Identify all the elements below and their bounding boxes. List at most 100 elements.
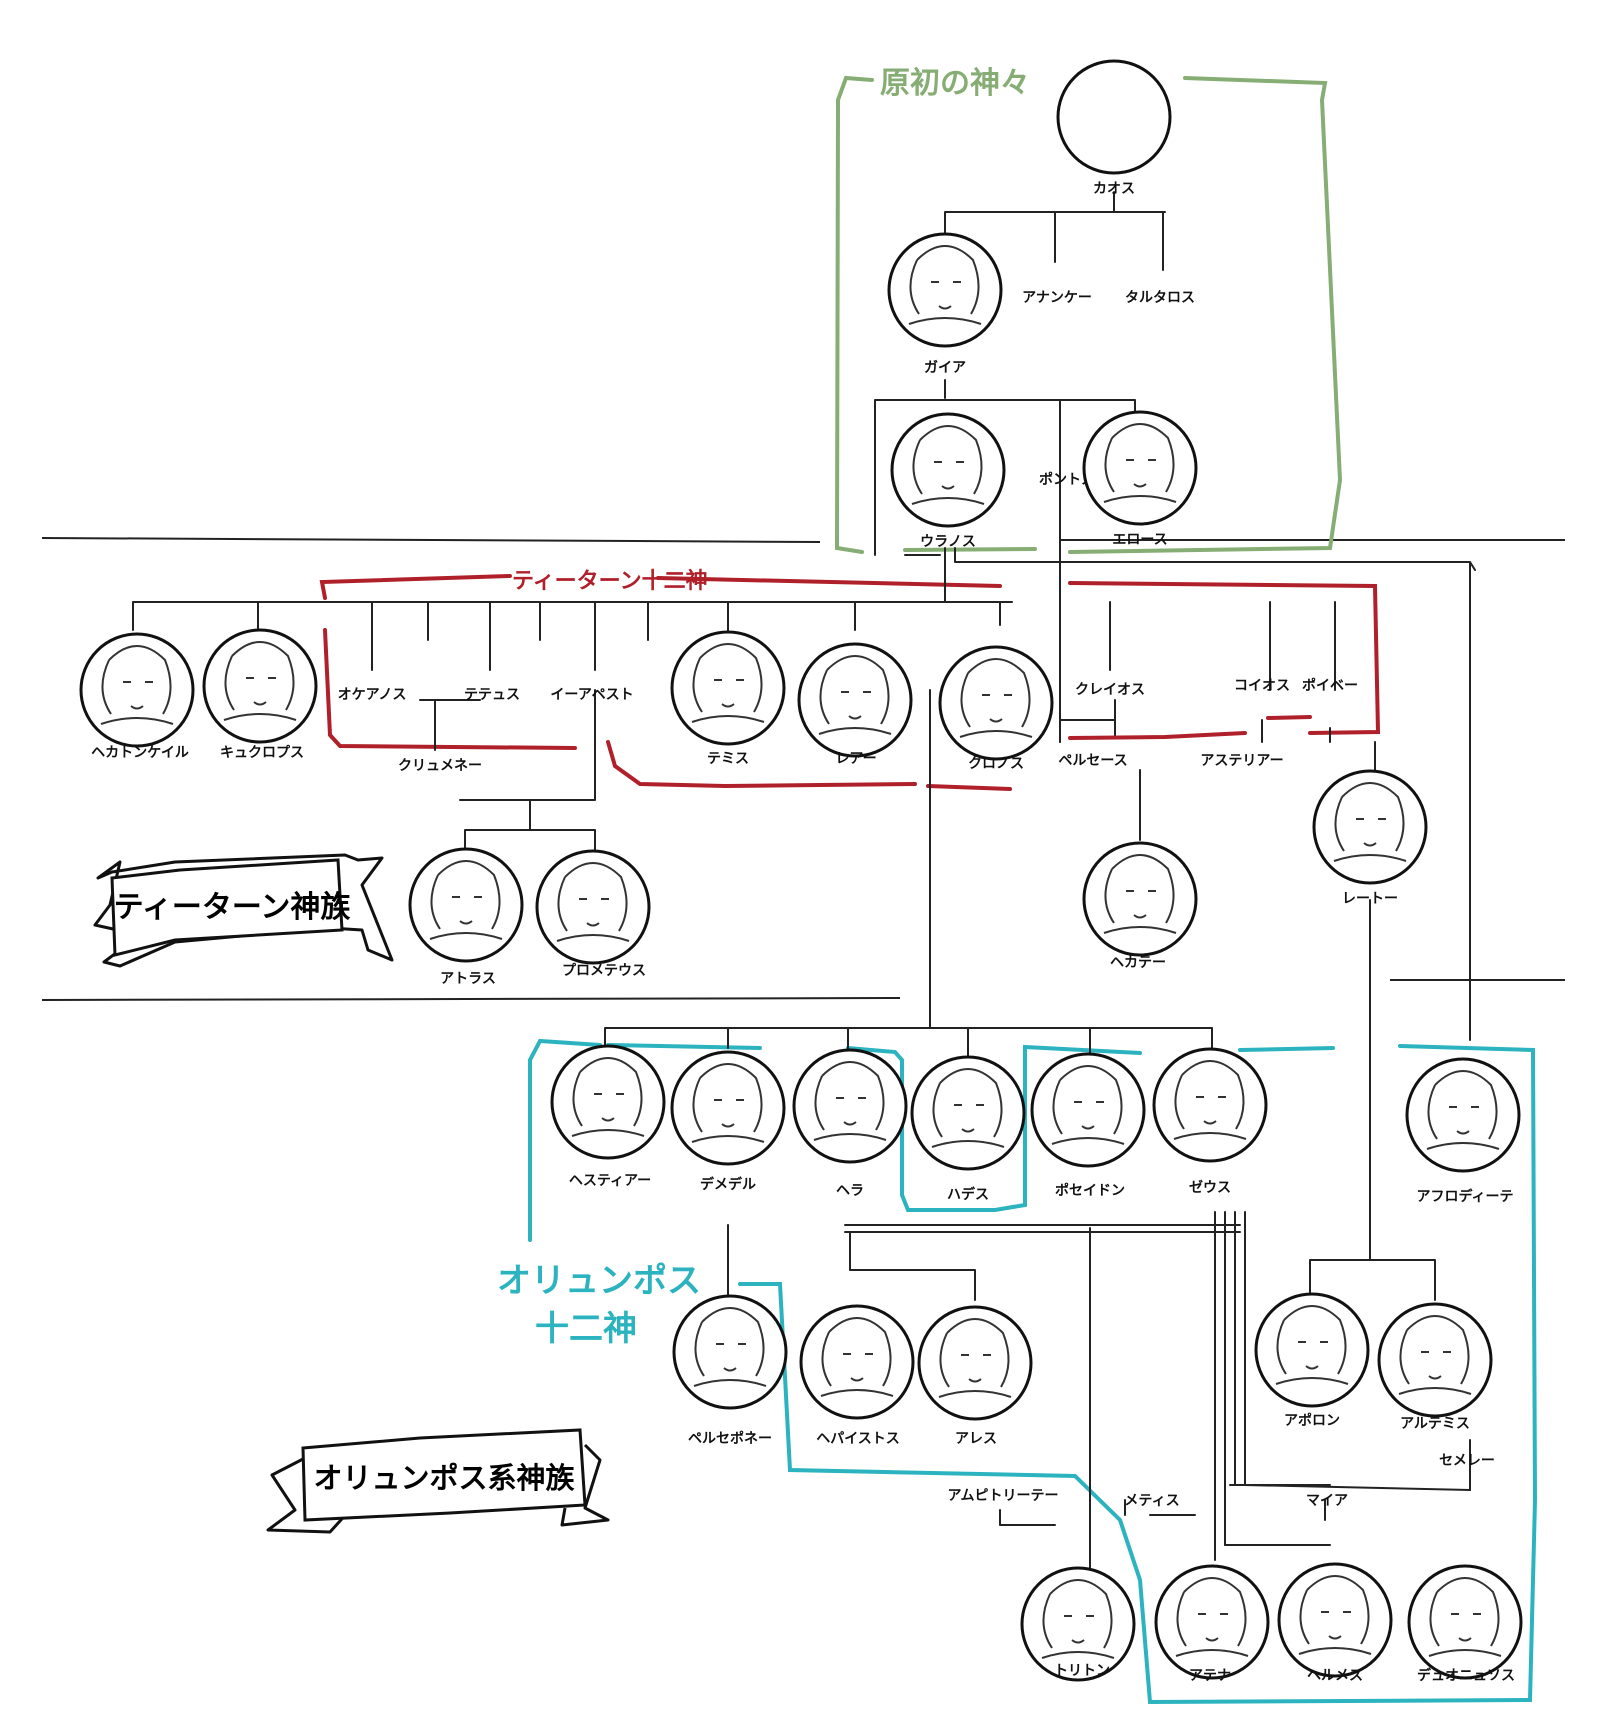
deity-label-ananke: アナンケー — [1022, 290, 1092, 306]
hestia-portrait-sketch — [571, 1057, 645, 1137]
apollon-portrait-sketch — [1275, 1305, 1349, 1385]
deity-node-iapetos: イーアペスト — [550, 687, 633, 703]
hekate-portrait — [1082, 841, 1198, 957]
themis-portrait-sketch — [691, 643, 765, 723]
deity-node-themis: テミス — [670, 630, 786, 767]
primordial-group-border — [834, 75, 1343, 554]
deity-node-pontos: ポントス — [1039, 471, 1095, 488]
deity-label-chaos: カオス — [1093, 181, 1135, 197]
deity-label-perses: ペルセース — [1058, 753, 1127, 769]
primordial-title: 原初の神々 — [880, 66, 1030, 101]
deity-node-persephone: ペルセポネー — [672, 1294, 788, 1447]
deity-node-hephaistos: ヘパイストス — [799, 1304, 915, 1447]
deity-node-dionysos: デュオニュソス — [1407, 1564, 1523, 1684]
deity-label-atlas: アトラス — [440, 971, 496, 987]
deity-label-zeus: ゼウス — [1189, 1179, 1231, 1196]
deity-label-hekate: ヘカテー — [1110, 955, 1166, 971]
artemis-portrait — [1377, 1302, 1493, 1418]
hestia-portrait — [550, 1044, 666, 1160]
deity-label-ouranos: ウラノス — [920, 534, 976, 550]
demeter-portrait-sketch — [691, 1063, 765, 1143]
hephaistos-portrait-sketch — [820, 1317, 894, 1397]
deity-label-themis: テミス — [707, 751, 749, 767]
deity-node-hekate: ヘカテー — [1082, 841, 1198, 971]
deity-label-prometheus: プロメテウス — [562, 963, 646, 979]
deity-label-athena: アテナ — [1189, 1668, 1231, 1684]
ares-portrait — [917, 1305, 1033, 1421]
titans12-group-border — [319, 574, 1381, 791]
poseidon-portrait-sketch — [1051, 1065, 1125, 1145]
generation-dividers — [41, 537, 1565, 1001]
hades-portrait — [910, 1055, 1026, 1171]
hermes-portrait-sketch — [1298, 1575, 1372, 1655]
deity-label-hekatoncheires: ヘカトンケイル — [91, 745, 189, 761]
olympian-clan-banner: オリュンポス系神族 — [266, 1428, 610, 1534]
deity-label-asteria: アステリアー — [1200, 753, 1283, 769]
deity-label-hades: ハデス — [947, 1186, 989, 1203]
gaia-portrait — [887, 232, 1003, 348]
deity-node-leto: レートー — [1312, 769, 1428, 907]
deity-label-eros: エロース — [1112, 532, 1167, 548]
deity-label-tartarus: タルタロス — [1125, 290, 1195, 306]
olympians12-group-border — [528, 1038, 1538, 1705]
demeter-portrait — [670, 1050, 786, 1166]
deity-node-cyclops: キュクロプス — [202, 628, 318, 761]
kronos-portrait-sketch — [959, 658, 1033, 738]
hera-portrait-sketch — [813, 1061, 887, 1141]
deity-node-zeus: ゼウス — [1152, 1047, 1268, 1196]
deity-label-amphitrite: アムピトリーテー — [947, 1488, 1058, 1504]
deity-node-chaos: カオス — [1056, 59, 1172, 197]
deity-node-hestia: ヘスティアー — [550, 1044, 666, 1189]
eros-portrait-sketch — [1103, 423, 1177, 503]
deity-label-aphrodite: アフロディーテ — [1416, 1188, 1513, 1205]
deity-node-hekatoncheires: ヘカトンケイル — [79, 632, 195, 761]
deity-node-hera: ヘラ — [792, 1048, 908, 1199]
deity-node-apollon: アポロン — [1254, 1292, 1370, 1429]
deity-node-koios: コイオス — [1234, 678, 1290, 694]
deity-node-eros: エロース — [1082, 410, 1198, 548]
deity-label-leto: レートー — [1342, 891, 1398, 907]
deity-node-semele: セメレー — [1439, 1453, 1495, 1469]
titan-clan-label: ティーターン神族 — [114, 890, 352, 925]
blank-circle — [1056, 59, 1172, 175]
hekatoncheires-portrait — [79, 632, 195, 748]
deity-label-metis: メティス — [1124, 1493, 1179, 1509]
deity-label-koios: コイオス — [1234, 678, 1290, 694]
ouranos-portrait — [890, 412, 1006, 528]
deity-label-apollon: アポロン — [1284, 1412, 1340, 1429]
deity-node-asteria: アステリアー — [1200, 753, 1283, 769]
group-titles: 原初の神々 ティーターン十二神 オリュンポス 十二神 — [497, 66, 1030, 1349]
ouranos-portrait-sketch — [911, 425, 985, 505]
deity-node-ananke: アナンケー — [1022, 290, 1092, 306]
kronos-portrait — [938, 645, 1054, 761]
apollon-portrait — [1254, 1292, 1370, 1408]
deity-node-maia: マイア — [1306, 1493, 1348, 1509]
deity-label-hera: ヘラ — [836, 1183, 864, 1199]
rhea-portrait-sketch — [818, 655, 892, 735]
olympian-clan-label: オリュンポス系神族 — [313, 1461, 575, 1495]
deity-node-ares: アレス — [917, 1305, 1033, 1447]
hera-portrait — [792, 1048, 908, 1164]
hades-portrait-sketch — [931, 1068, 1005, 1148]
deity-label-triton: トリトン — [1054, 1663, 1110, 1679]
artemis-portrait-sketch — [1398, 1315, 1472, 1395]
deity-node-metis: メティス — [1124, 1493, 1179, 1509]
deity-node-tethys: テテュス — [464, 687, 520, 703]
rhea-portrait — [797, 642, 913, 758]
deity-node-poseidon: ポセイドン — [1030, 1052, 1146, 1199]
atlas-portrait-sketch — [429, 860, 503, 940]
deity-node-tartarus: タルタロス — [1125, 290, 1195, 306]
prometheus-portrait — [535, 849, 651, 965]
zeus-portrait — [1152, 1047, 1268, 1163]
deity-label-maia: マイア — [1306, 1493, 1348, 1509]
deity-node-kronos: クロノス — [938, 645, 1054, 772]
cyclops-portrait-sketch — [223, 641, 297, 721]
deity-node-ouranos: ウラノス — [890, 412, 1006, 550]
deity-label-semele: セメレー — [1439, 1453, 1495, 1469]
olympians12-title-line1: オリュンポス — [497, 1261, 701, 1301]
themis-portrait — [670, 630, 786, 746]
lineage-lines — [132, 191, 1476, 1669]
ares-portrait-sketch — [938, 1318, 1012, 1398]
dionysos-portrait — [1407, 1564, 1523, 1680]
